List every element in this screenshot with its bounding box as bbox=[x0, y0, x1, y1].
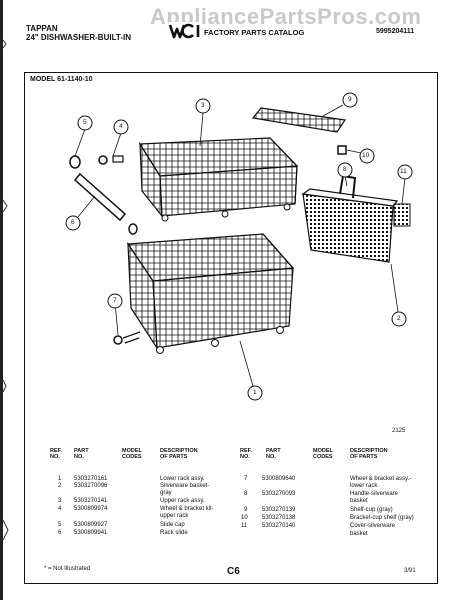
cup-shelf-bracket bbox=[337, 145, 347, 155]
product-name: 24" DISHWASHER-BUILT-IN bbox=[26, 33, 131, 42]
model-line: MODEL 61-1140-10 bbox=[30, 76, 93, 83]
callout-1: 1 bbox=[253, 389, 257, 396]
catalog-number: 5995204111 bbox=[376, 28, 415, 35]
col-model-right: MODEL CODES bbox=[313, 448, 333, 460]
callout-3: 3 bbox=[201, 102, 205, 109]
callout-7: 7 bbox=[113, 297, 117, 304]
col-desc-right: DESCRIPTION OF PARTS bbox=[350, 448, 388, 460]
callout-8: 8 bbox=[343, 166, 347, 173]
col-ref-right: REF. NO. bbox=[240, 448, 252, 460]
leader-lines bbox=[72, 104, 406, 394]
callout-5: 5 bbox=[83, 119, 87, 126]
callout-9: 9 bbox=[348, 96, 352, 103]
upper-rack bbox=[138, 137, 299, 222]
silverware-basket bbox=[301, 174, 399, 263]
rack-slide bbox=[73, 172, 127, 222]
brand-name: TAPPAN bbox=[26, 24, 58, 33]
upper-rack-wheel-kit bbox=[98, 155, 124, 165]
callout-11: 11 bbox=[400, 168, 407, 175]
lower-rack-wheel-bracket bbox=[113, 331, 141, 345]
catalog-date: 3/91 bbox=[404, 568, 416, 574]
catalog-title: FACTORY PARTS CATALOG bbox=[204, 28, 305, 37]
not-illustrated-note: * = Not Illustrated bbox=[44, 566, 91, 572]
page-number: C6 bbox=[227, 566, 240, 577]
slide-cap-lower bbox=[128, 223, 138, 235]
col-model-left: MODEL CODES bbox=[122, 448, 142, 460]
callout-6: 6 bbox=[71, 219, 75, 226]
lower-rack bbox=[126, 233, 295, 354]
callout-circles bbox=[65, 92, 413, 401]
col-desc-left: DESCRIPTION OF PARTS bbox=[160, 448, 198, 460]
callout-4: 4 bbox=[119, 123, 123, 130]
exploded-parts-diagram bbox=[65, 92, 413, 401]
col-ref-left: REF. NO. bbox=[50, 448, 62, 460]
scan-edge bbox=[0, 0, 9, 600]
catalog-frame bbox=[24, 72, 438, 584]
silverware-basket-cover bbox=[393, 203, 411, 227]
cup-shelf bbox=[251, 107, 347, 133]
col-part-right: PART NO. bbox=[266, 448, 281, 460]
slide-cap bbox=[69, 155, 81, 169]
callout-2: 2 bbox=[397, 315, 401, 322]
callout-10: 10 bbox=[362, 152, 370, 159]
figure-number: 2125 bbox=[392, 428, 406, 434]
col-part-left: PART NO. bbox=[74, 448, 89, 460]
wci-logo bbox=[168, 22, 202, 40]
